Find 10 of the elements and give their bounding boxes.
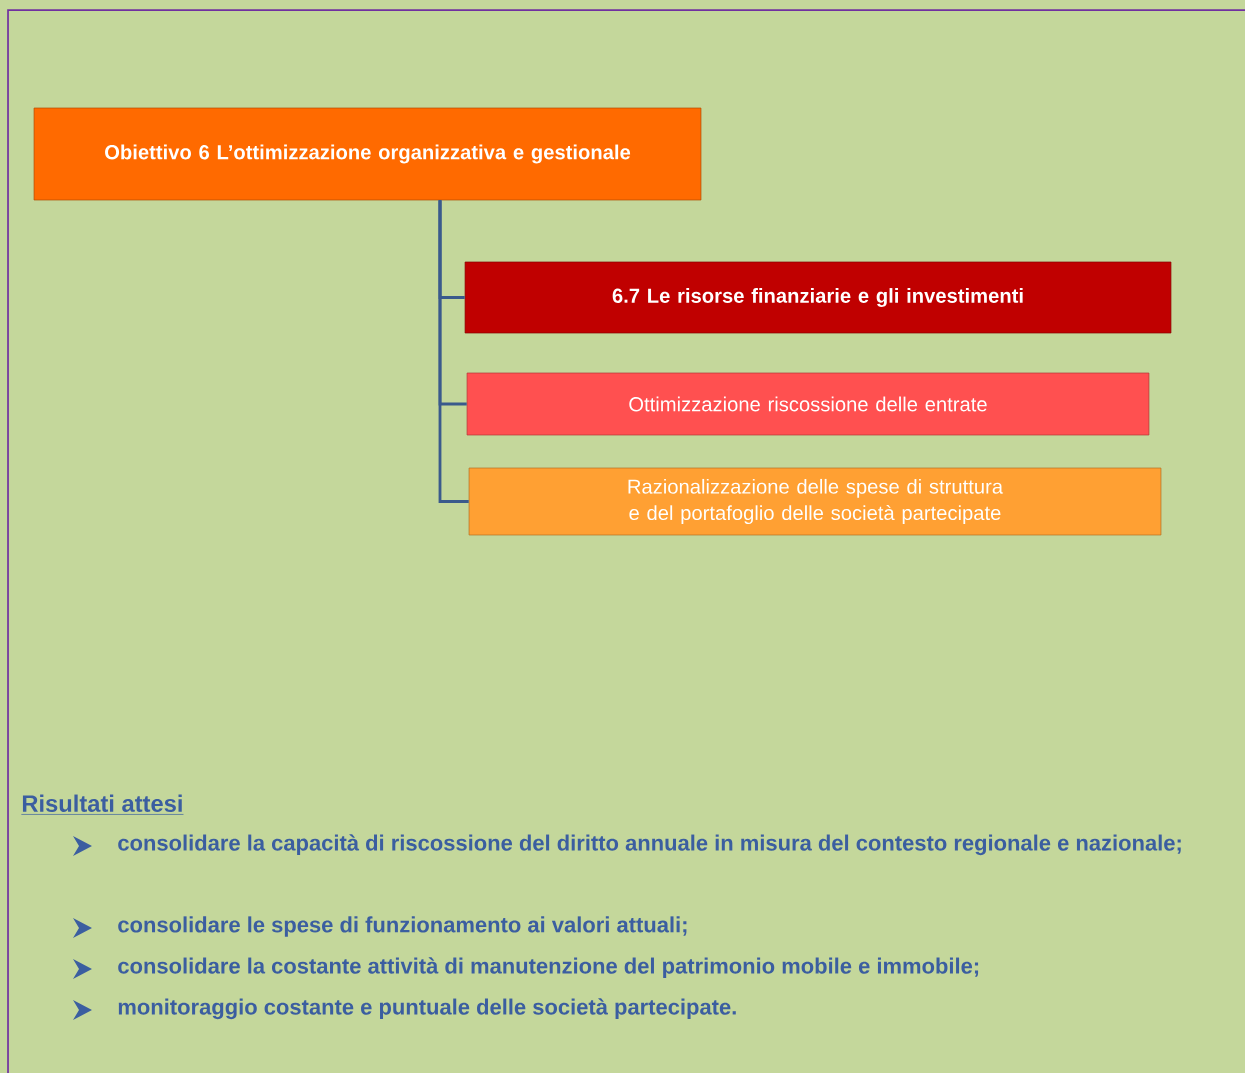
- result-item: consolidare la capacità di riscossione del diritto annuale in misura del contesto regionale e nazionale;: [118, 834, 1181, 856]
- section-heading: Risultati attesi: [21, 794, 184, 815]
- result-item: consolidare la costante attività di manutenzione del patrimonio mobile e immobile;: [118, 957, 979, 978]
- process-box: Obiettivo 6 L’ottimizzazione organizzativa e gestionale: [33, 107, 702, 201]
- process-box: 6.7 Le risorse finanziarie e gli investimenti: [464, 261, 1172, 334]
- result-item: monitoraggio costante e puntuale delle società partecipate.: [118, 998, 736, 1020]
- result-item: consolidare le spese di funzionamento ai valori attuali;: [118, 916, 687, 937]
- process-box: Ottimizzazione riscossione delle entrate: [466, 372, 1150, 436]
- connector: [438, 200, 469, 503]
- process-box: Razionalizzazione delle spese di struttura e del portafoglio delle società partecipate: [468, 467, 1162, 536]
